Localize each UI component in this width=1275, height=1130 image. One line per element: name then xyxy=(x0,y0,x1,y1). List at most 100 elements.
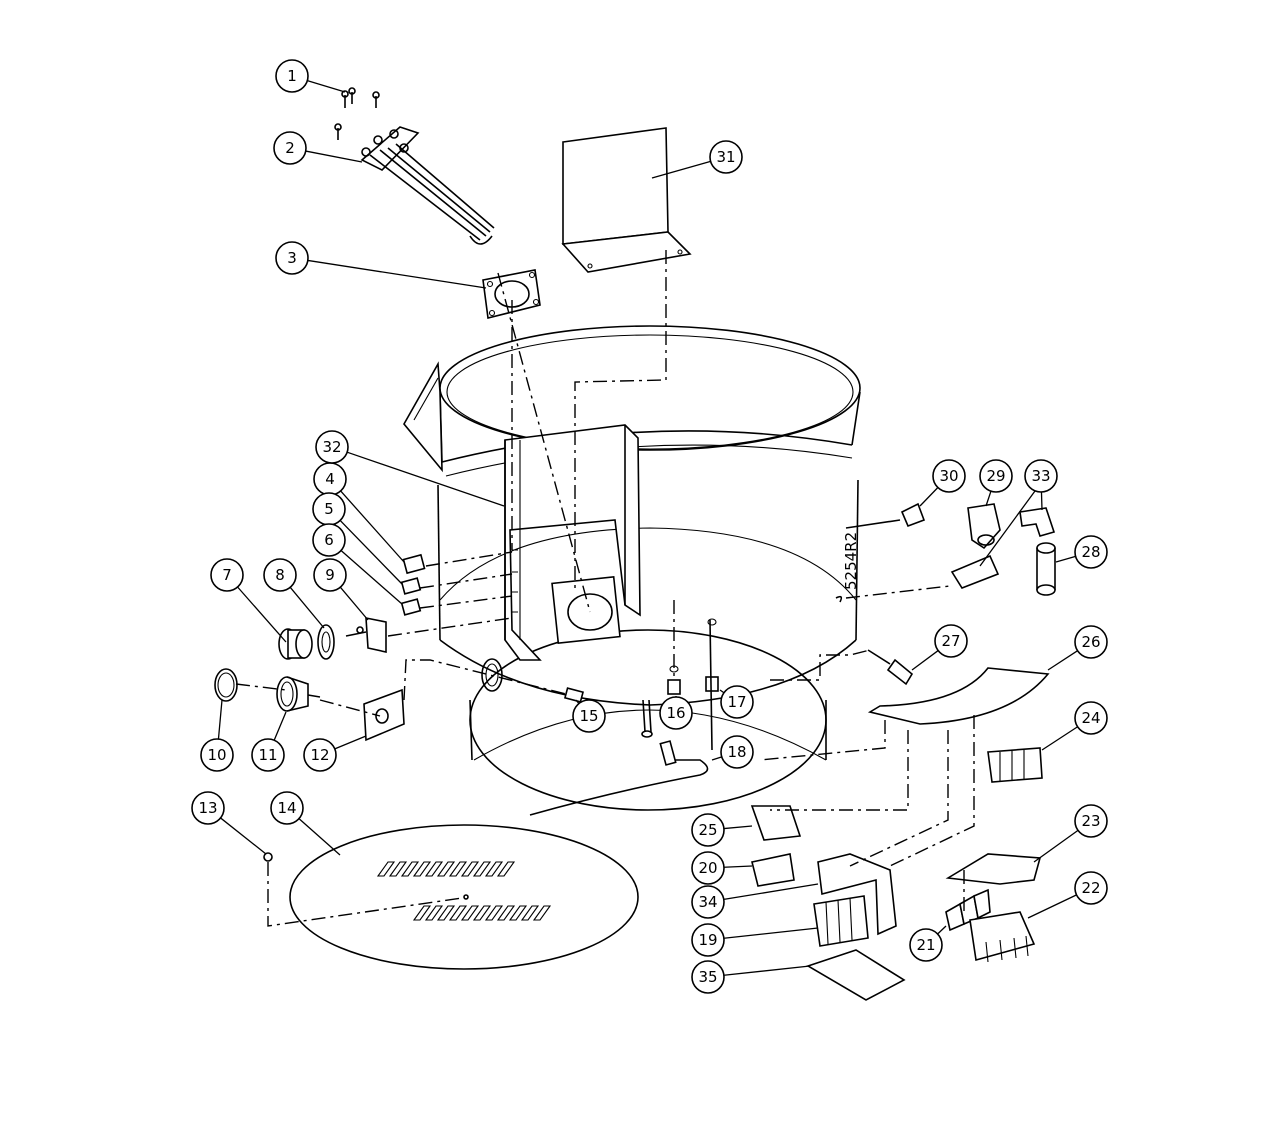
callout-label-15: 15 xyxy=(579,707,598,725)
leader-line-24 xyxy=(1041,726,1078,751)
curved-cover xyxy=(867,667,1050,725)
small-bracket xyxy=(750,805,802,841)
callout-label-2: 2 xyxy=(285,139,295,157)
assembly-lines xyxy=(235,250,975,927)
louver-slot xyxy=(400,861,420,877)
base-plate xyxy=(806,949,906,1001)
callout-bubble-11 xyxy=(251,738,285,772)
leader-line-18 xyxy=(711,756,722,761)
elbow-fitting xyxy=(845,502,926,529)
callout-bubble-15 xyxy=(572,699,606,733)
shield-panel xyxy=(561,127,692,273)
fuses xyxy=(945,888,991,932)
elbows xyxy=(950,507,1056,589)
leader-line-33b xyxy=(979,490,1036,567)
probe-tube xyxy=(529,619,713,816)
callout-label-11: 11 xyxy=(258,746,277,764)
pipe xyxy=(1036,542,1056,596)
thermostat-knob xyxy=(278,624,335,660)
leader-line-5 xyxy=(339,520,403,585)
callout-bubble-25 xyxy=(691,813,725,847)
callout-bubble-17 xyxy=(720,685,754,719)
heating-element xyxy=(334,87,495,245)
callout-bubble-33 xyxy=(1024,459,1058,493)
callout-label-20: 20 xyxy=(698,859,717,877)
leader-line-11 xyxy=(273,711,287,741)
callout-bubble-13 xyxy=(191,791,225,825)
callout-bubble-9 xyxy=(313,558,347,592)
callout-bubble-7 xyxy=(210,558,244,592)
callout-label-22: 22 xyxy=(1081,879,1100,897)
leader-line-30 xyxy=(919,487,939,507)
leader-line-9 xyxy=(339,586,369,621)
callout-bubble-6 xyxy=(312,523,346,557)
callout-bubble-20 xyxy=(691,851,725,885)
callout-bubble-14 xyxy=(270,791,304,825)
switches xyxy=(400,553,426,616)
louver-slot xyxy=(436,905,456,921)
callout-label-1: 1 xyxy=(287,67,297,85)
leader-line-13 xyxy=(220,817,267,855)
louver-slot xyxy=(532,905,552,921)
o-ring xyxy=(214,668,238,702)
callout-bubble-8 xyxy=(263,558,297,592)
callout-label-24: 24 xyxy=(1081,709,1100,727)
callout-bubble-21 xyxy=(909,928,943,962)
callout-label-25: 25 xyxy=(698,821,717,839)
callout-bubble-18 xyxy=(720,735,754,769)
callout-bubble-35 xyxy=(691,960,725,994)
callout-label-4: 4 xyxy=(325,470,335,488)
leader-line-33 xyxy=(1040,491,1043,511)
louver-slot xyxy=(424,861,444,877)
louver-slot xyxy=(496,905,516,921)
callout-bubble-32 xyxy=(315,430,349,464)
callout-bubble-1 xyxy=(275,59,309,93)
leader-line-1 xyxy=(307,80,346,93)
callout-label-12: 12 xyxy=(310,746,329,764)
leader-line-19 xyxy=(723,927,819,939)
callout-bubble-30 xyxy=(932,459,966,493)
sensor xyxy=(867,649,914,686)
relay-bracket xyxy=(817,853,897,936)
callout-label-29: 29 xyxy=(986,467,1005,485)
callout-bubble-26 xyxy=(1074,625,1108,659)
callout-label-30: 30 xyxy=(939,467,958,485)
leader-line-8 xyxy=(289,586,325,629)
callout-bubble-27 xyxy=(934,624,968,658)
fittings xyxy=(563,618,719,738)
leader-line-17 xyxy=(719,689,725,694)
leader-line-29 xyxy=(985,490,992,507)
bottom-panel xyxy=(289,824,639,970)
leader-line-26 xyxy=(1047,650,1078,671)
callout-label-21: 21 xyxy=(916,936,935,954)
leader-line-7 xyxy=(237,586,287,643)
callout-bubble-10 xyxy=(200,738,234,772)
leader-line-12 xyxy=(334,735,367,750)
thermostat xyxy=(345,617,387,653)
louver-slot xyxy=(448,861,468,877)
callout-bubble-2 xyxy=(273,131,307,165)
heater-bracket xyxy=(504,424,641,661)
callout-bubble-16 xyxy=(659,696,693,730)
drawing-code: 5254R2 xyxy=(842,532,860,590)
screw xyxy=(263,852,273,862)
callout-label-26: 26 xyxy=(1081,633,1100,651)
leader-line-32 xyxy=(346,451,505,507)
callout-label-6: 6 xyxy=(324,531,334,549)
louver-slot xyxy=(412,905,432,921)
callout-label-28: 28 xyxy=(1081,543,1100,561)
terminal-block xyxy=(987,747,1043,783)
callout-label-33: 33 xyxy=(1031,467,1050,485)
callout-label-19: 19 xyxy=(698,931,717,949)
louver-slot xyxy=(412,861,432,877)
callout-bubble-34 xyxy=(691,885,725,919)
callout-bubble-22 xyxy=(1074,871,1108,905)
valve xyxy=(967,503,1001,550)
louver-slot xyxy=(460,861,480,877)
callout-label-10: 10 xyxy=(207,746,226,764)
callout-label-35: 35 xyxy=(698,968,717,986)
callout-bubble-28 xyxy=(1074,535,1108,569)
leader-line-3 xyxy=(307,259,487,289)
callout-bubble-24 xyxy=(1074,701,1108,735)
